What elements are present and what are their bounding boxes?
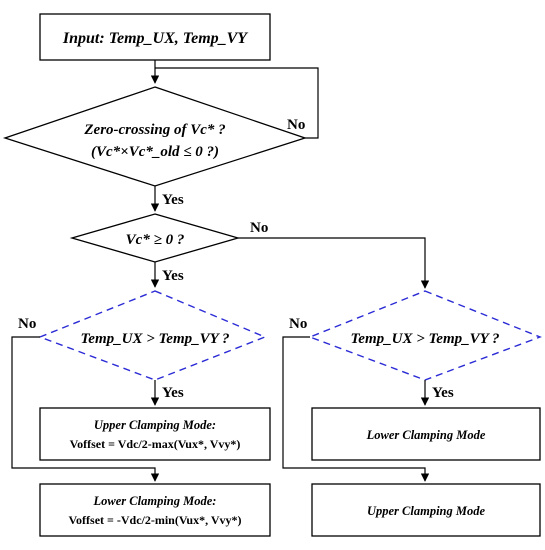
- connector-vc-no: [238, 237, 430, 289]
- left-lower-clamping-formula: Voffset = -Vdc/2-min(Vux*, Vvy*): [68, 513, 241, 527]
- zero-crossing-line2: (Vc*×Vc*_old ≤ 0 ?): [91, 144, 219, 160]
- right-upper-clamping-box: [311, 483, 541, 537]
- left-lower-clamping-title: Lower Clamping Mode:: [93, 494, 217, 508]
- zero-crossing-no-label: No: [287, 117, 305, 133]
- vc-sign-yes-label: Yes: [162, 268, 184, 284]
- left-upper-clamping-box: [39, 407, 271, 461]
- right-lower-clamping-box: [311, 407, 541, 461]
- left-compare-yes-label: Yes: [162, 385, 184, 401]
- input-text: Input: Temp_UX, Temp_VY: [62, 30, 248, 47]
- right-compare-no-label: No: [289, 316, 307, 332]
- zero-crossing-line1: Zero-crossing of Vc* ?: [83, 122, 225, 138]
- zero-crossing-yes-label: Yes: [162, 192, 184, 208]
- right-compare-yes-label: Yes: [432, 385, 454, 401]
- right-upper-clamping-text: Upper Clamping Mode: [367, 504, 486, 518]
- input-box: [39, 13, 271, 61]
- left-upper-clamping-title: Upper Clamping Mode:: [94, 418, 216, 432]
- left-compare-no-label: No: [18, 316, 36, 332]
- connector-zero-no-loop: [155, 67, 319, 139]
- vc-sign-no-label: No: [250, 220, 268, 236]
- vc-sign-text: Vc* ≥ 0 ?: [126, 232, 185, 248]
- left-lower-clamping-box: [39, 483, 271, 537]
- left-temp-compare-text: Temp_UX > Temp_VY ?: [81, 331, 230, 347]
- connector-left-no: [11, 336, 160, 482]
- left-upper-clamping-formula: Voffset = Vdc/2-max(Vux*, Vvy*): [70, 437, 241, 451]
- right-temp-compare-text: Temp_UX > Temp_VY ?: [351, 331, 500, 347]
- left-temp-compare-decision: [38, 290, 267, 381]
- right-lower-clamping-text: Lower Clamping Mode: [366, 428, 486, 442]
- connector-right-no: [282, 336, 430, 482]
